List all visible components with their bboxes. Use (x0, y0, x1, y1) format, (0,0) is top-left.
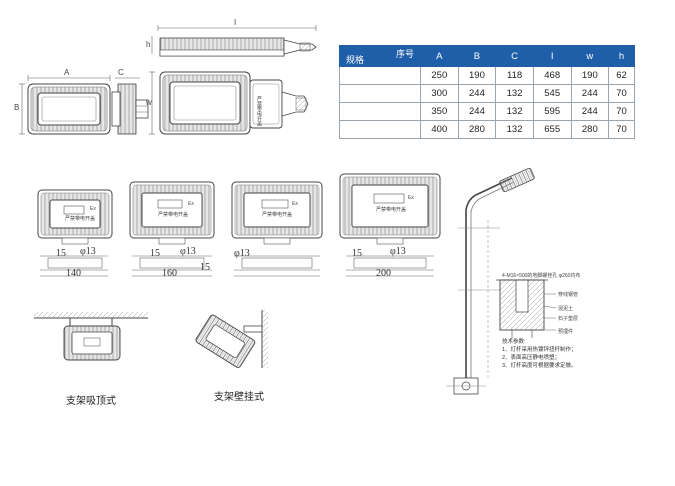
table-cell: 190 (457, 66, 497, 85)
ex-mark: Ex (408, 195, 414, 201)
ex-mark: Ex (90, 206, 96, 212)
col-header-c: C (495, 45, 534, 67)
table-cell: 250 (420, 66, 459, 85)
dim-label-a: A (64, 68, 70, 77)
col-header-a: A (420, 45, 459, 67)
col-header-b: B (457, 45, 497, 67)
dim-phi13: φ13 (234, 248, 250, 259)
dim-phi13: φ13 (80, 246, 96, 257)
table-cell: 400 (420, 120, 459, 139)
row-spec-cell (339, 102, 421, 121)
dim-label-w: w (146, 98, 152, 107)
pole-bolt-note: 4-M16×500的地脚螺栓孔 φ260均布 (502, 273, 581, 279)
dim-15: 15 (352, 248, 362, 259)
dim-15: 15 (150, 248, 160, 259)
ceiling-mount-drawing (34, 312, 148, 361)
top-view-lamp (151, 25, 317, 57)
tech-note-2: 2、表面高压静电喷塑； (502, 355, 561, 361)
table-cell: 132 (495, 120, 534, 139)
dim-label-b: B (14, 103, 20, 112)
dim-label-h: h (146, 40, 151, 49)
table-cell: 244 (457, 84, 497, 103)
wall-mount-drawing (195, 310, 268, 368)
ex-mark: Ex (292, 201, 298, 207)
plan-view-lamp (149, 71, 309, 135)
dim-160: 160 (162, 268, 177, 279)
panel-warning-text: 严禁带电开盖 (158, 212, 189, 218)
table-cell: 132 (495, 102, 534, 121)
table-cell: 62 (608, 66, 635, 85)
table-cell: 468 (532, 66, 572, 85)
table-cell: 190 (570, 66, 610, 85)
table-cell: 70 (608, 120, 635, 139)
row-spec-cell (339, 120, 421, 139)
mid-lamp-4 (339, 173, 441, 277)
table-cell: 244 (570, 84, 610, 103)
table-cell: 300 (420, 84, 459, 103)
side-view-lamp (111, 77, 149, 135)
table-cell: 244 (570, 102, 610, 121)
mid-lamp-2 (129, 181, 215, 277)
row-spec-cell (339, 84, 421, 103)
dim-label-i: I (234, 18, 237, 27)
table-row: 350 244 132 595 244 70 (339, 102, 635, 121)
col-header-h: h (608, 45, 635, 67)
table-cell: 655 (532, 120, 572, 139)
label-gravel: 石子垫层 (558, 316, 579, 322)
table-cell: 280 (457, 120, 497, 139)
lamp-warning-text: 严禁带电开盖 (256, 96, 262, 126)
table-row: 400 280 132 655 280 70 (339, 120, 635, 139)
tech-notes-title: 技术参数: (502, 339, 526, 345)
dim-140: 140 (66, 268, 81, 279)
pole-installation-drawing (446, 167, 557, 395)
ex-mark: Ex (188, 201, 194, 207)
caption-ceiling-mount: 支架吸顶式 (66, 396, 116, 407)
dim-label-c: C (118, 68, 124, 77)
tech-notes: 技术参数: 1、灯杆采用热镀锌扭杆制作； 2、表面高压静电喷塑； 3、灯杆高度可… (502, 338, 622, 370)
spec-table-corner: 序号 规格 (339, 45, 421, 67)
table-cell: 350 (420, 102, 459, 121)
dim-15: 15 (200, 262, 210, 273)
front-view-lamp (19, 75, 111, 135)
corner-label-index: 序号 (395, 49, 414, 59)
spec-table: 序号 规格 A B C I w h 250 190 118 468 190 62… (339, 45, 635, 139)
dim-phi13: φ13 (180, 246, 196, 257)
mid-lamp-1 (37, 189, 113, 277)
table-cell: 70 (608, 84, 635, 103)
table-row: 300 244 132 545 244 70 (339, 84, 635, 103)
dim-15: 15 (56, 248, 66, 259)
col-header-i: I (532, 45, 572, 67)
panel-warning-text: 严禁带电开盖 (262, 212, 293, 218)
table-row: 250 190 118 468 190 62 (339, 66, 635, 85)
panel-warning-text: 严禁带电开盖 (65, 216, 96, 222)
tech-note-1: 1、灯杆采用热镀锌扭杆制作； (502, 347, 577, 353)
tech-note-3: 3、灯杆高度可根据要求定做。 (502, 363, 577, 369)
corner-label-spec: 规格 (346, 55, 365, 65)
label-embedded-part: 预埋件 (558, 329, 574, 335)
table-cell: 244 (457, 102, 497, 121)
table-cell: 70 (608, 102, 635, 121)
label-conduit-pipe: 穿线钢管 (558, 292, 579, 298)
panel-warning-text: 严禁带电开盖 (376, 207, 407, 213)
dim-200: 200 (376, 268, 391, 279)
mid-lamp-3 (231, 181, 323, 277)
dim-phi13: φ13 (390, 246, 406, 257)
table-cell: 132 (495, 84, 534, 103)
caption-wall-mount: 支架壁挂式 (214, 392, 264, 403)
table-cell: 280 (570, 120, 610, 139)
col-header-w: w (570, 45, 610, 67)
table-cell: 545 (532, 84, 572, 103)
label-concrete: 混泥土 (558, 306, 574, 312)
table-cell: 595 (532, 102, 572, 121)
table-cell: 118 (495, 66, 534, 85)
spec-table-header-row: 序号 规格 A B C I w h (339, 45, 635, 67)
row-spec-cell (339, 66, 421, 85)
